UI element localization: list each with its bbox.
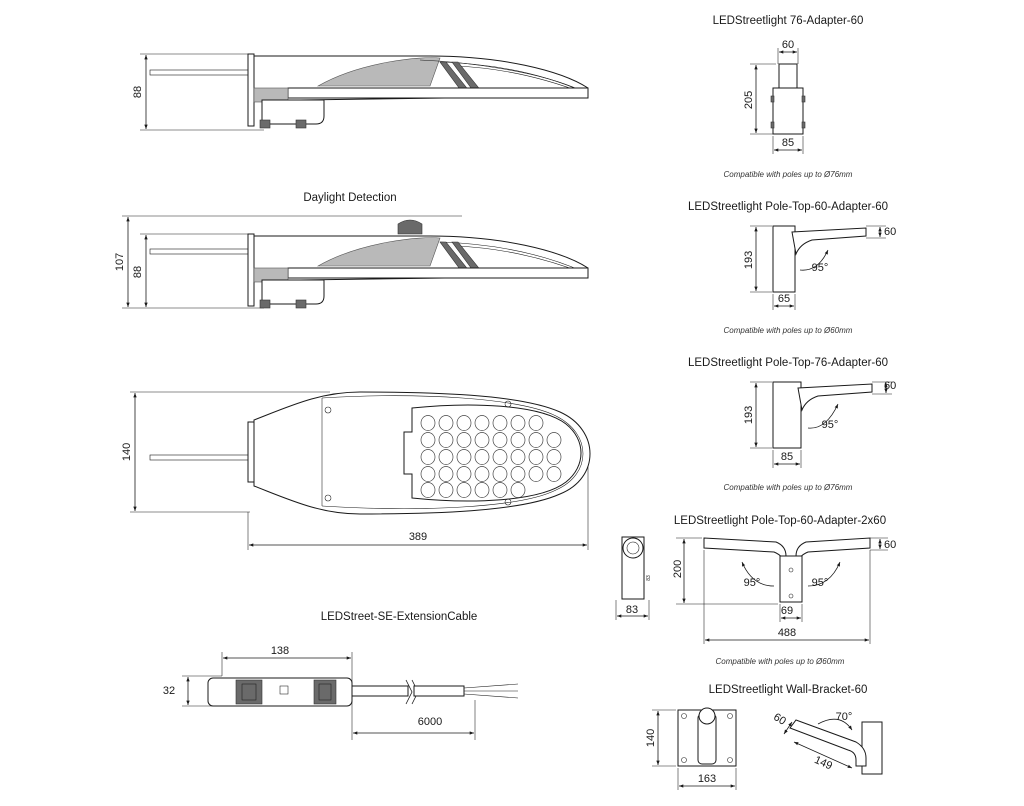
adapter-76-title: LEDStreetlight 76-Adapter-60: [713, 15, 864, 27]
led-lens: [546, 466, 562, 482]
cable-height-dim: 32: [163, 685, 175, 697]
sensor-small-label: 83: [646, 575, 652, 581]
led-lens: [528, 415, 544, 431]
led-lens: [510, 482, 526, 498]
led-lens: [528, 432, 544, 448]
pole-top-60-note: Compatible with poles up to Ø60mm: [724, 326, 853, 335]
pole-top-2x60-center-dim: 69: [781, 605, 793, 617]
pole-top-76-adapter-60: LEDStreetlight Pole-Top-76-Adapter-60 60…: [688, 357, 896, 492]
daylight-sensor-icon: [397, 219, 423, 235]
wall-bracket-60: LEDStreetlight Wall-Bracket-60 140 163 7…: [645, 684, 883, 790]
pole-top-2x60-note: Compatible with poles up to Ø60mm: [716, 657, 845, 666]
luminaire-side-view: 88: [132, 53, 589, 131]
luminaire-daylight-view: Daylight Detection 107 88: [114, 192, 589, 309]
led-lens: [420, 482, 436, 498]
adapter-76-60: LEDStreetlight 76-Adapter-60 60 205 85 C…: [713, 15, 864, 179]
adapter-76-top-dim: 60: [782, 39, 794, 51]
pole-top-2x60-width-dim: 488: [778, 627, 796, 639]
led-lens: [420, 415, 436, 431]
sensor-width-dim: 83: [626, 604, 638, 616]
wall-bracket-length-dim: 149: [812, 754, 834, 772]
led-lens: [456, 466, 472, 482]
pole-top-60-title: LEDStreetlight Pole-Top-60-Adapter-60: [688, 201, 888, 213]
led-lens: [456, 482, 472, 498]
pole-top-60-adapter-2x60: LEDStreetlight Pole-Top-60-Adapter-2x60 …: [672, 515, 896, 666]
led-lens: [492, 466, 508, 482]
pole-top-60-adapter-60: LEDStreetlight Pole-Top-60-Adapter-60 60…: [688, 201, 896, 335]
pole-top-2x60-angle-left-dim: 95°: [744, 577, 761, 589]
led-lens: [420, 449, 436, 465]
led-lens: [474, 466, 490, 482]
led-lens: [492, 449, 508, 465]
pole-top-60-angle-dim: 95°: [812, 262, 829, 274]
pole-top-76-note: Compatible with poles up to Ø76mm: [724, 483, 853, 492]
wall-bracket-angle-dim: 70°: [836, 711, 853, 723]
adapter-76-height-dim: 205: [743, 91, 755, 109]
led-lens: [474, 449, 490, 465]
led-lens: [474, 482, 490, 498]
adapter-76-bottom-dim: 85: [782, 137, 794, 149]
pole-top-76-height-dim: 193: [743, 406, 755, 424]
wall-bracket-diameter-dim: 60: [771, 711, 788, 728]
wall-bracket-height-dim: 140: [645, 729, 657, 747]
led-lens: [438, 449, 454, 465]
led-lens: [474, 432, 490, 448]
daylight-height-dim: 88: [132, 266, 144, 278]
led-lens: [492, 432, 508, 448]
side-height-dim: 88: [132, 86, 144, 98]
led-lens: [528, 466, 544, 482]
led-lens: [438, 415, 454, 431]
luminaire-top-view: 140 389: [121, 391, 591, 550]
led-lens: [420, 466, 436, 482]
pole-top-76-arm-dim: 60: [884, 380, 896, 392]
pole-top-60-height-dim: 193: [743, 251, 755, 269]
top-width-dim: 140: [121, 443, 133, 461]
daylight-total-height-dim: 107: [114, 253, 126, 271]
pole-top-76-bottom-dim: 85: [781, 451, 793, 463]
cable-length-dim: 6000: [418, 716, 442, 728]
wall-bracket-width-dim: 163: [698, 773, 716, 785]
led-lens: [456, 432, 472, 448]
pole-top-2x60-angle-right-dim: 95°: [812, 577, 829, 589]
led-lens: [528, 449, 544, 465]
pole-top-76-title: LEDStreetlight Pole-Top-76-Adapter-60: [688, 357, 888, 369]
pole-top-2x60-height-dim: 200: [672, 560, 684, 578]
led-lens: [510, 432, 526, 448]
led-lens: [546, 432, 562, 448]
led-lens: [546, 449, 562, 465]
cable-body-length-dim: 138: [271, 645, 289, 657]
led-lens: [438, 482, 454, 498]
led-lens: [438, 432, 454, 448]
sensor-part-view: 83 83: [615, 536, 652, 620]
top-length-dim: 389: [409, 531, 427, 543]
pole-top-60-bottom-dim: 65: [778, 293, 790, 305]
led-array: [420, 415, 562, 498]
led-lens: [510, 466, 526, 482]
pole-top-60-arm-dim: 60: [884, 226, 896, 238]
pole-top-2x60-title: LEDStreetlight Pole-Top-60-Adapter-2x60: [674, 515, 886, 527]
led-lens: [492, 415, 508, 431]
led-lens: [456, 449, 472, 465]
led-lens: [510, 449, 526, 465]
adapter-76-note: Compatible with poles up to Ø76mm: [724, 170, 853, 179]
wall-bracket-title: LEDStreetlight Wall-Bracket-60: [709, 684, 868, 696]
led-lens: [456, 415, 472, 431]
led-lens: [510, 415, 526, 431]
led-lens: [420, 432, 436, 448]
extension-cable-title: LEDStreet-SE-ExtensionCable: [321, 611, 478, 623]
pole-top-2x60-arm-dim: 60: [884, 539, 896, 551]
pole-top-76-angle-dim: 95°: [822, 419, 839, 431]
daylight-title: Daylight Detection: [303, 192, 396, 204]
led-lens: [474, 415, 490, 431]
extension-cable-view: LEDStreet-SE-ExtensionCable 138 32 6000: [163, 611, 519, 740]
led-lens: [492, 482, 508, 498]
led-lens: [438, 466, 454, 482]
